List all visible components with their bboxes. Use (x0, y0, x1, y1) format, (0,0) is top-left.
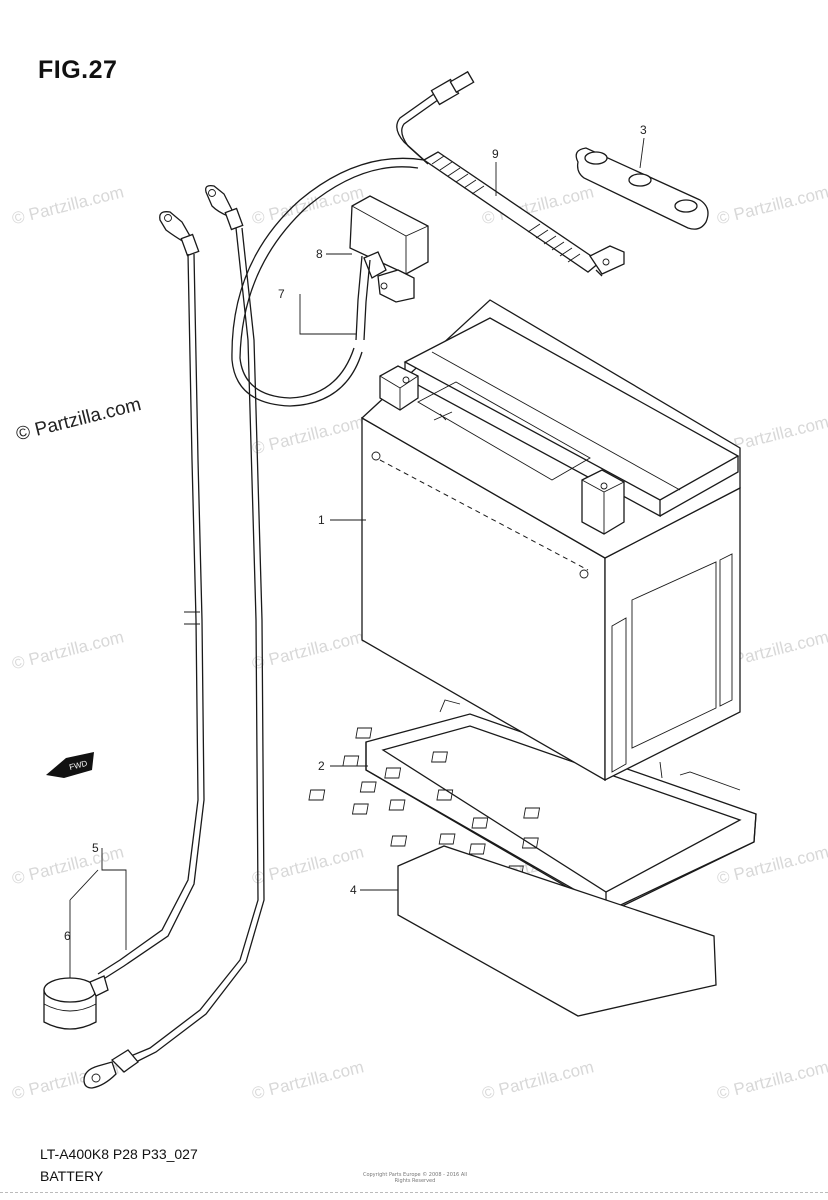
battery-body (360, 299, 741, 782)
callout-2: 2 (318, 759, 325, 773)
callout-9: 9 (492, 147, 499, 161)
callout-leaders (69, 137, 645, 978)
figure-code: LT-A400K8 P28 P33_027 (40, 1146, 198, 1162)
callout-1: 1 (318, 513, 325, 527)
callout-7: 7 (278, 287, 285, 301)
callout-3: 3 (640, 123, 647, 137)
figure-name: BATTERY (40, 1168, 104, 1184)
battery-negative-lead (83, 184, 265, 1089)
terminal-bolt-plate (575, 147, 709, 230)
callout-4: 4 (350, 883, 357, 897)
fuse-holder (349, 195, 429, 341)
figure-title: FIG.27 (38, 56, 118, 84)
callout-5: 5 (92, 841, 99, 855)
battery-positive-lead (231, 70, 625, 407)
copyright-notice: Copyright Parts Europe © 2008 - 2016 All… (362, 1172, 468, 1184)
ground-lead (43, 211, 205, 1030)
callout-6: 6 (64, 929, 71, 943)
battery-pad (397, 845, 717, 1017)
page-border-dash (0, 1192, 828, 1193)
forward-direction-arrow: FWD (46, 752, 94, 778)
fwd-label: FWD (68, 759, 88, 772)
callout-8: 8 (316, 247, 323, 261)
